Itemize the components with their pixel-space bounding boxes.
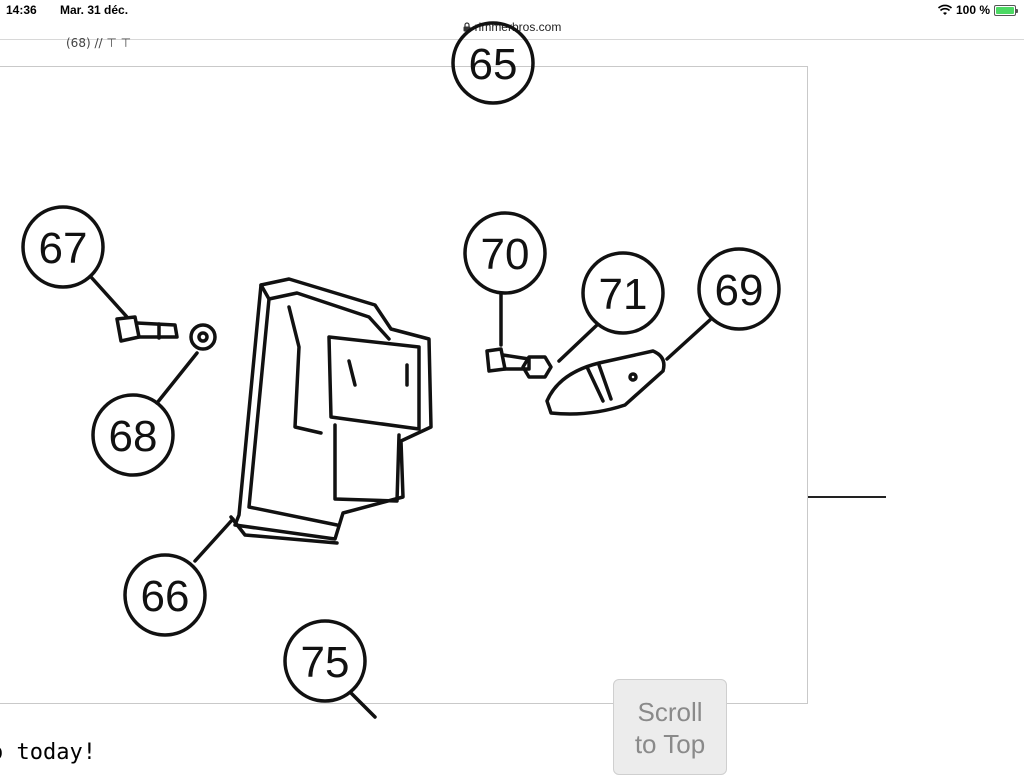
bolt-part [115,315,179,343]
status-right: 100 % [937,3,1018,17]
callout-label-67: 67 [39,224,88,273]
screw-part [485,347,531,373]
nut-part [521,355,553,379]
callout-label-68: 68 [109,412,158,461]
wifi-icon [937,4,953,15]
callout-circle-69 [697,247,781,331]
parts-diagram-svg: 65 67 68 66 70 71 69 75 [21,21,781,719]
callout-circle-67 [21,205,105,289]
bracket-part [229,277,433,545]
parts-diagram: 65 67 68 66 70 71 69 75 [0,21,808,719]
callout-circle-71 [581,251,665,335]
callout-circle-66 [123,553,207,637]
scroll-to-top-line2: to Top [634,729,706,759]
lamp-part [545,349,666,416]
callout-circle-75 [283,619,367,703]
battery-percent: 100 % [955,3,990,17]
washer-part [189,323,217,351]
callout-label-75: 75 [301,638,350,687]
battery-icon [994,4,1018,16]
callout-circle-65 [451,21,535,105]
promo-text: o today! [0,740,96,765]
status-bar: 14:36 Mar. 31 déc. 100 % [0,0,1024,20]
scroll-to-top-line1: Scroll [637,697,703,727]
callout-label-70: 70 [481,230,530,279]
scroll-to-top-button[interactable]: Scroll to Top [613,679,727,775]
side-divider [808,496,886,498]
status-date: Mar. 31 déc. [60,3,129,17]
callout-label-66: 66 [141,572,190,621]
callout-label-69: 69 [715,266,764,315]
callout-circle-68 [91,393,175,477]
callout-label-65: 65 [469,40,518,89]
battery-fill [996,6,1014,14]
callout-circle-70 [463,211,547,295]
callout-label-71: 71 [599,270,648,319]
diagram-header-fragment: (68) // ⊤ ⊤ [66,36,132,50]
status-time: 14:36 [6,3,37,17]
